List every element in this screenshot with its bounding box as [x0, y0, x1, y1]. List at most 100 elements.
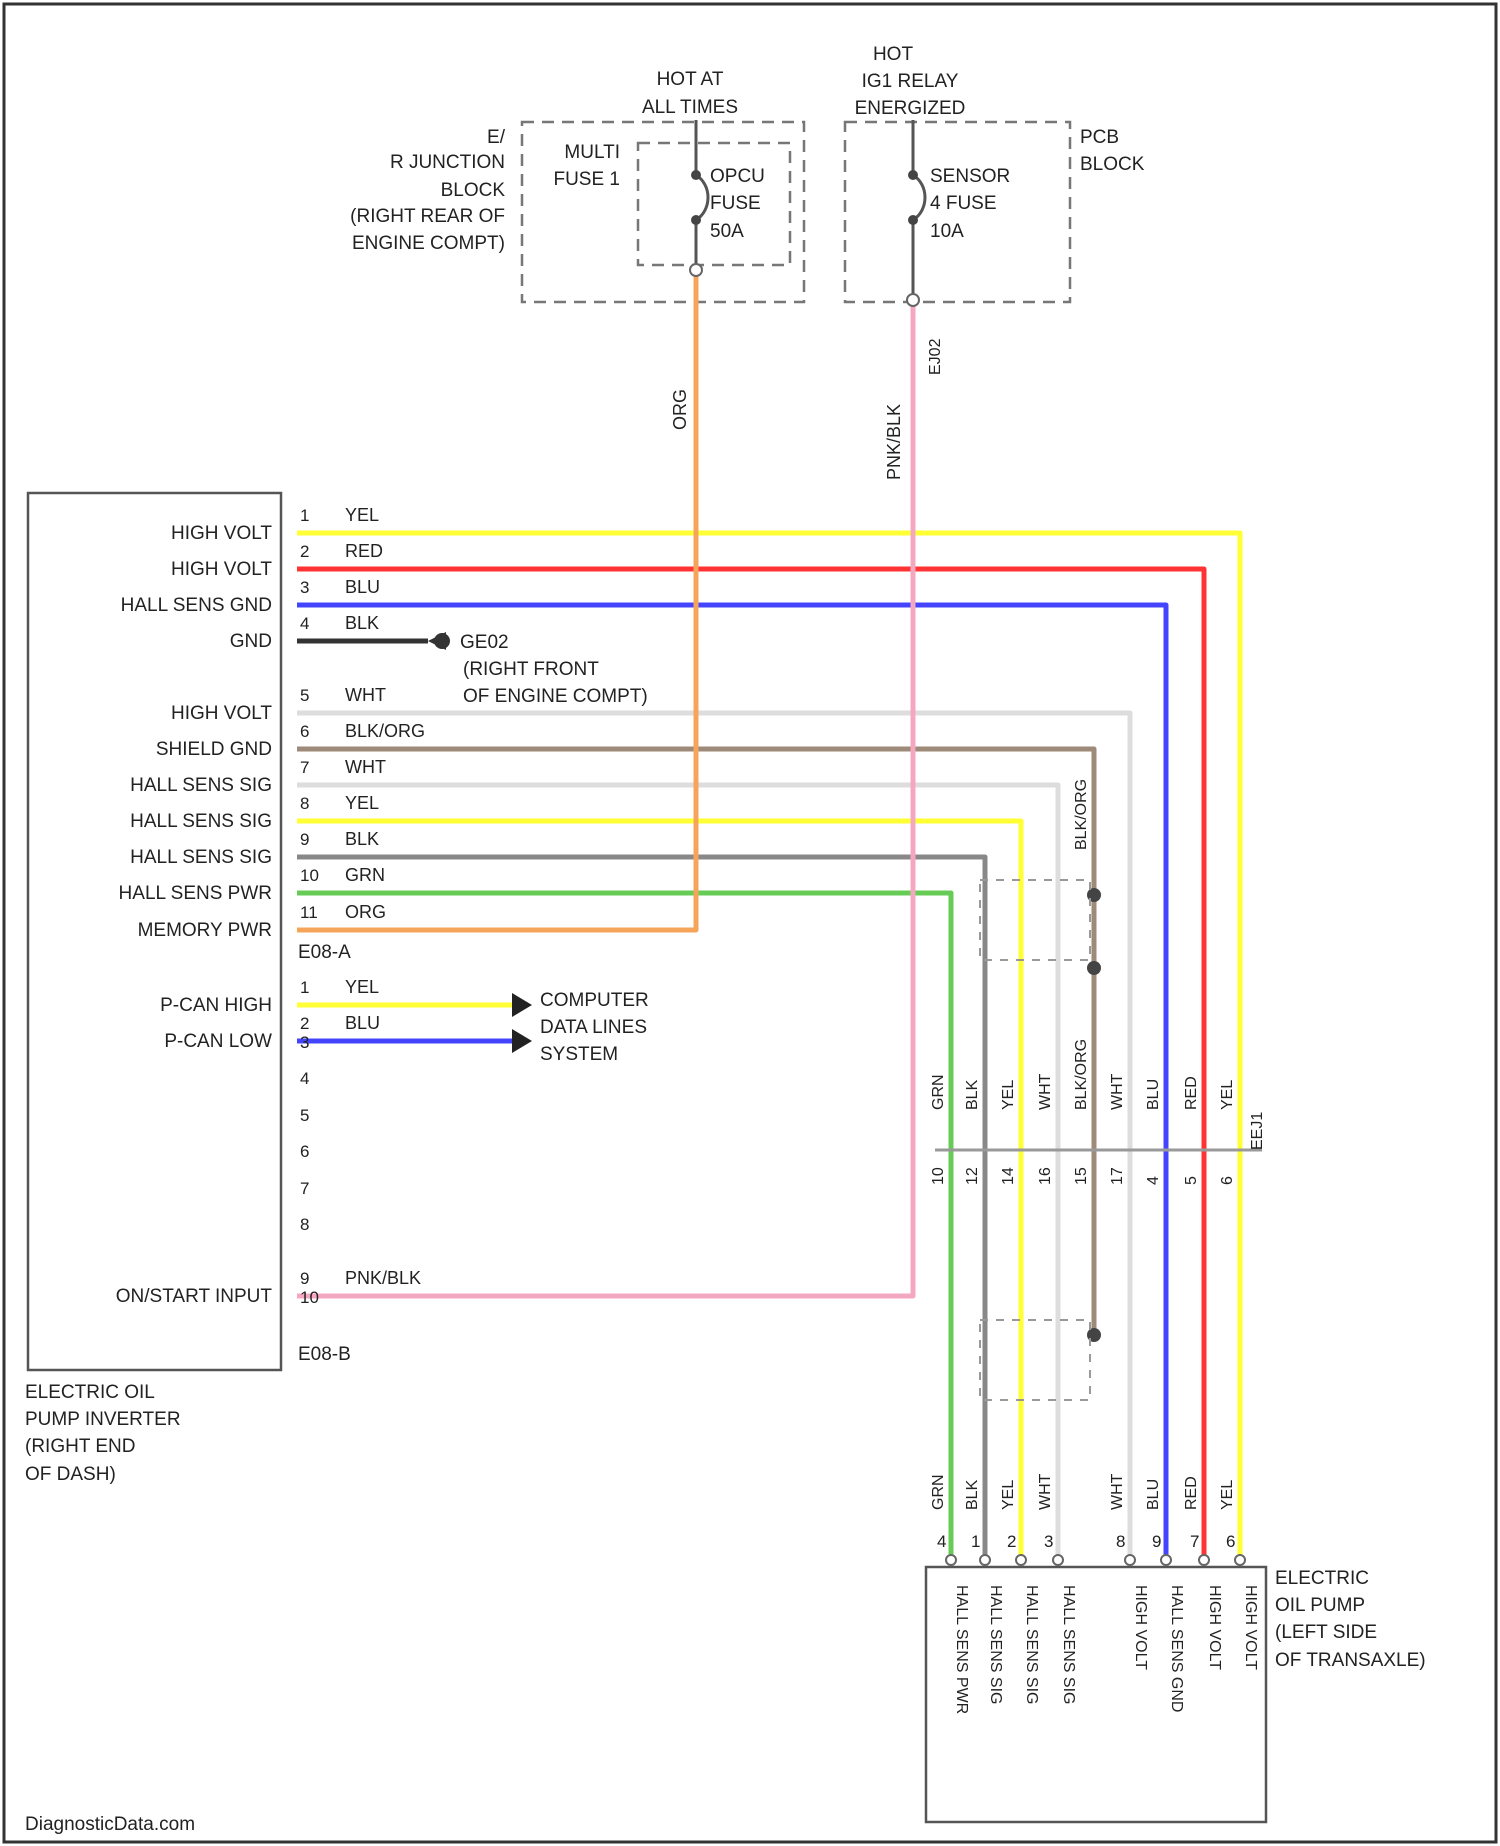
inverter-name: ELECTRIC OIL — [25, 1382, 155, 1403]
ejb-label: BLOCK — [441, 180, 506, 201]
pin-number: 5 — [1183, 1176, 1200, 1185]
pin-label: HALL SENS SIG — [130, 775, 272, 796]
ground-arrow — [428, 632, 446, 650]
org-wire-label: ORG — [670, 389, 690, 430]
wire-color-label: BLU — [1145, 1079, 1162, 1110]
connector-e08a-label: E08-A — [298, 942, 351, 963]
pump-pin-label: HALL SENS PWR — [953, 1585, 970, 1714]
pump-name: OIL PUMP — [1275, 1595, 1365, 1616]
wire-color-label: WHT — [345, 685, 386, 705]
pump-pin-label: HIGH VOLT — [1206, 1585, 1223, 1670]
wire-color-label: RED — [1183, 1076, 1200, 1110]
hot-ig1-label: HOT — [873, 44, 914, 65]
wire-color-label: BLK/ORG — [345, 721, 425, 741]
ejb-label: E/ — [487, 127, 506, 148]
pin-number: 1 — [300, 506, 309, 525]
pump-pin-label: HALL SENS SIG — [1023, 1585, 1040, 1704]
wire-color-label: YEL — [345, 793, 379, 813]
wire-color-label: WHT — [1037, 1473, 1054, 1510]
wire-red-pin2 — [297, 569, 1204, 1560]
pin-number: 16 — [1037, 1167, 1054, 1185]
pin-number: 8 — [300, 794, 309, 813]
inverter-name: (RIGHT END — [25, 1436, 135, 1457]
pin-label: MEMORY PWR — [138, 920, 272, 941]
connector-terminal — [690, 264, 702, 276]
ejb-label: R JUNCTION — [390, 152, 505, 173]
pin-number: 8 — [1116, 1532, 1125, 1551]
connector-terminal — [980, 1555, 990, 1565]
wire-color-label: BLK/ORG — [1073, 779, 1090, 850]
pin-label: ON/START INPUT — [116, 1286, 273, 1307]
pin-number: 10 — [300, 1288, 319, 1307]
sensor-fuse-label: SENSOR — [930, 166, 1010, 187]
p-can-low-arrow — [512, 1029, 532, 1053]
pump-name: OF TRANSAXLE) — [1275, 1650, 1426, 1671]
wire-color-label: GRN — [930, 1074, 947, 1110]
pin-number: 2 — [300, 1014, 309, 1033]
pin-number: 6 — [300, 722, 309, 741]
connector-eej1-label: EEJ1 — [1249, 1112, 1266, 1150]
opcu-fuse-label: 50A — [710, 221, 744, 242]
multi-fuse-label: FUSE 1 — [553, 169, 620, 190]
pin-label: P-CAN LOW — [164, 1031, 272, 1052]
pump-name: ELECTRIC — [1275, 1568, 1369, 1589]
pcb-block-label: PCB — [1080, 127, 1119, 148]
pin-label: P-CAN HIGH — [160, 995, 272, 1016]
pin-number: 9 — [300, 1269, 309, 1288]
wire-color-label: WHT — [1109, 1473, 1126, 1510]
inverter-name: OF DASH) — [25, 1464, 116, 1485]
wire-color-label: GRN — [930, 1474, 947, 1510]
pump-name: (LEFT SIDE — [1275, 1622, 1377, 1643]
pin-number: 2 — [1007, 1532, 1016, 1551]
wire-color-label: YEL — [1219, 1080, 1236, 1110]
pin-number: 3 — [300, 578, 309, 597]
pump-pin-label: HALL SENS SIG — [1060, 1585, 1077, 1704]
pump-pin-label: HIGH VOLT — [1242, 1585, 1259, 1670]
pump-pin-label: HALL SENS GND — [1168, 1585, 1185, 1712]
wire-color-label: BLK/ORG — [1073, 1039, 1090, 1110]
sensor-fuse-symbol — [913, 120, 925, 300]
connector-terminal — [1053, 1555, 1063, 1565]
wire-color-label: BLK — [964, 1079, 981, 1110]
wire-color-label: YEL — [1000, 1080, 1017, 1110]
pump-pin-label: HALL SENS SIG — [987, 1585, 1004, 1704]
wire-color-label: BLK — [345, 829, 379, 849]
wire-color-label: YEL — [345, 977, 379, 997]
fuse-terminal — [691, 215, 701, 225]
pin-number: 10 — [300, 866, 319, 885]
pin-number: 5 — [300, 686, 309, 705]
hot-at-all-times-label: ALL TIMES — [642, 97, 738, 118]
cdl-label: DATA LINES — [540, 1017, 647, 1038]
wire-color-label: BLU — [345, 577, 380, 597]
pin-number: 7 — [300, 758, 309, 777]
pin-label: HALL SENS SIG — [130, 811, 272, 832]
pin-number: 14 — [1000, 1167, 1017, 1185]
opcu-fuse-label: FUSE — [710, 193, 761, 214]
pin-label: SHIELD GND — [156, 739, 272, 760]
pin-number: 12 — [964, 1167, 981, 1185]
pin-number: 2 — [300, 542, 309, 561]
pin-number: 15 — [1073, 1167, 1090, 1185]
sensor-fuse-label: 4 FUSE — [930, 193, 997, 214]
ground-label: (RIGHT FRONT — [463, 659, 599, 680]
pin-number: 11 — [300, 903, 318, 922]
ejb-label: ENGINE COMPT) — [352, 233, 505, 254]
inverter-name: PUMP INVERTER — [25, 1409, 181, 1430]
connector-e08b-pins: P-CAN HIGH1YELP-CAN LOW2BLU345678ON/STAR… — [116, 977, 421, 1307]
pin-label: HIGH VOLT — [171, 523, 272, 544]
cdl-label: COMPUTER — [540, 990, 649, 1011]
connector-terminal — [1235, 1555, 1245, 1565]
watermark: DiagnosticData.com — [25, 1814, 195, 1835]
pump-pin-label: HIGH VOLT — [1132, 1585, 1149, 1670]
wire-blk-pin9 — [297, 857, 985, 1560]
wire-yel-pin1 — [297, 533, 1240, 1560]
pin-label: HALL SENS PWR — [119, 883, 272, 904]
pin-number: 17 — [1109, 1167, 1126, 1185]
wire-color-label: GRN — [345, 865, 385, 885]
ground-label: GE02 — [460, 632, 509, 653]
pin-label: HALL SENS SIG — [130, 847, 272, 868]
ej02-connector-label: EJ02 — [927, 338, 944, 375]
wire-color-label: BLK — [964, 1479, 981, 1510]
pin-number: 6 — [300, 1142, 309, 1161]
